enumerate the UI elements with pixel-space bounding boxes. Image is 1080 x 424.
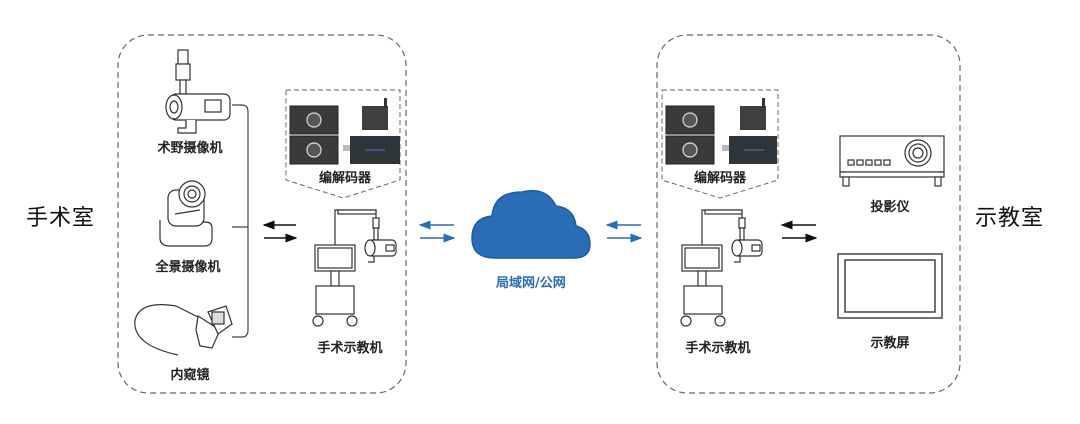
teaching-screen-label: 示教屏 <box>870 336 910 351</box>
endoscope-label: 内窥镜 <box>170 368 210 383</box>
endoscope-icon <box>134 304 233 356</box>
operating-room-boundary <box>117 34 407 394</box>
left-teaching-machine-icon <box>312 209 397 327</box>
teaching-room-label: 示教室 <box>975 206 1045 231</box>
left-codec-label: 编解码器 <box>318 171 371 186</box>
teaching-room-boundary <box>656 34 961 394</box>
left-codec-devices-icon <box>289 98 400 165</box>
right-codec-devices-icon <box>665 98 777 165</box>
camera-bracket <box>232 104 249 338</box>
panoramic-camera-label: 全景摄像机 <box>155 260 221 275</box>
projector-label: 投影仪 <box>870 200 910 215</box>
field-camera-label: 术野摄像机 <box>157 141 223 156</box>
teaching-screen-icon <box>837 253 943 319</box>
left-teaching-machine-label: 手术示教机 <box>317 341 383 356</box>
left-codec-group-border <box>285 89 401 199</box>
right-teaching-machine-label: 手术示教机 <box>685 341 751 356</box>
projector-icon <box>839 135 945 187</box>
field-camera-icon <box>165 49 231 134</box>
network-label: 局域网/公网 <box>496 276 566 291</box>
right-codec-group-border <box>661 89 779 199</box>
cloud-icon <box>471 189 591 259</box>
right-codec-label: 编解码器 <box>693 171 746 186</box>
operating-room-label: 手术室 <box>26 206 96 231</box>
panoramic-camera-icon <box>159 180 213 247</box>
right-teaching-machine-icon <box>680 209 763 327</box>
